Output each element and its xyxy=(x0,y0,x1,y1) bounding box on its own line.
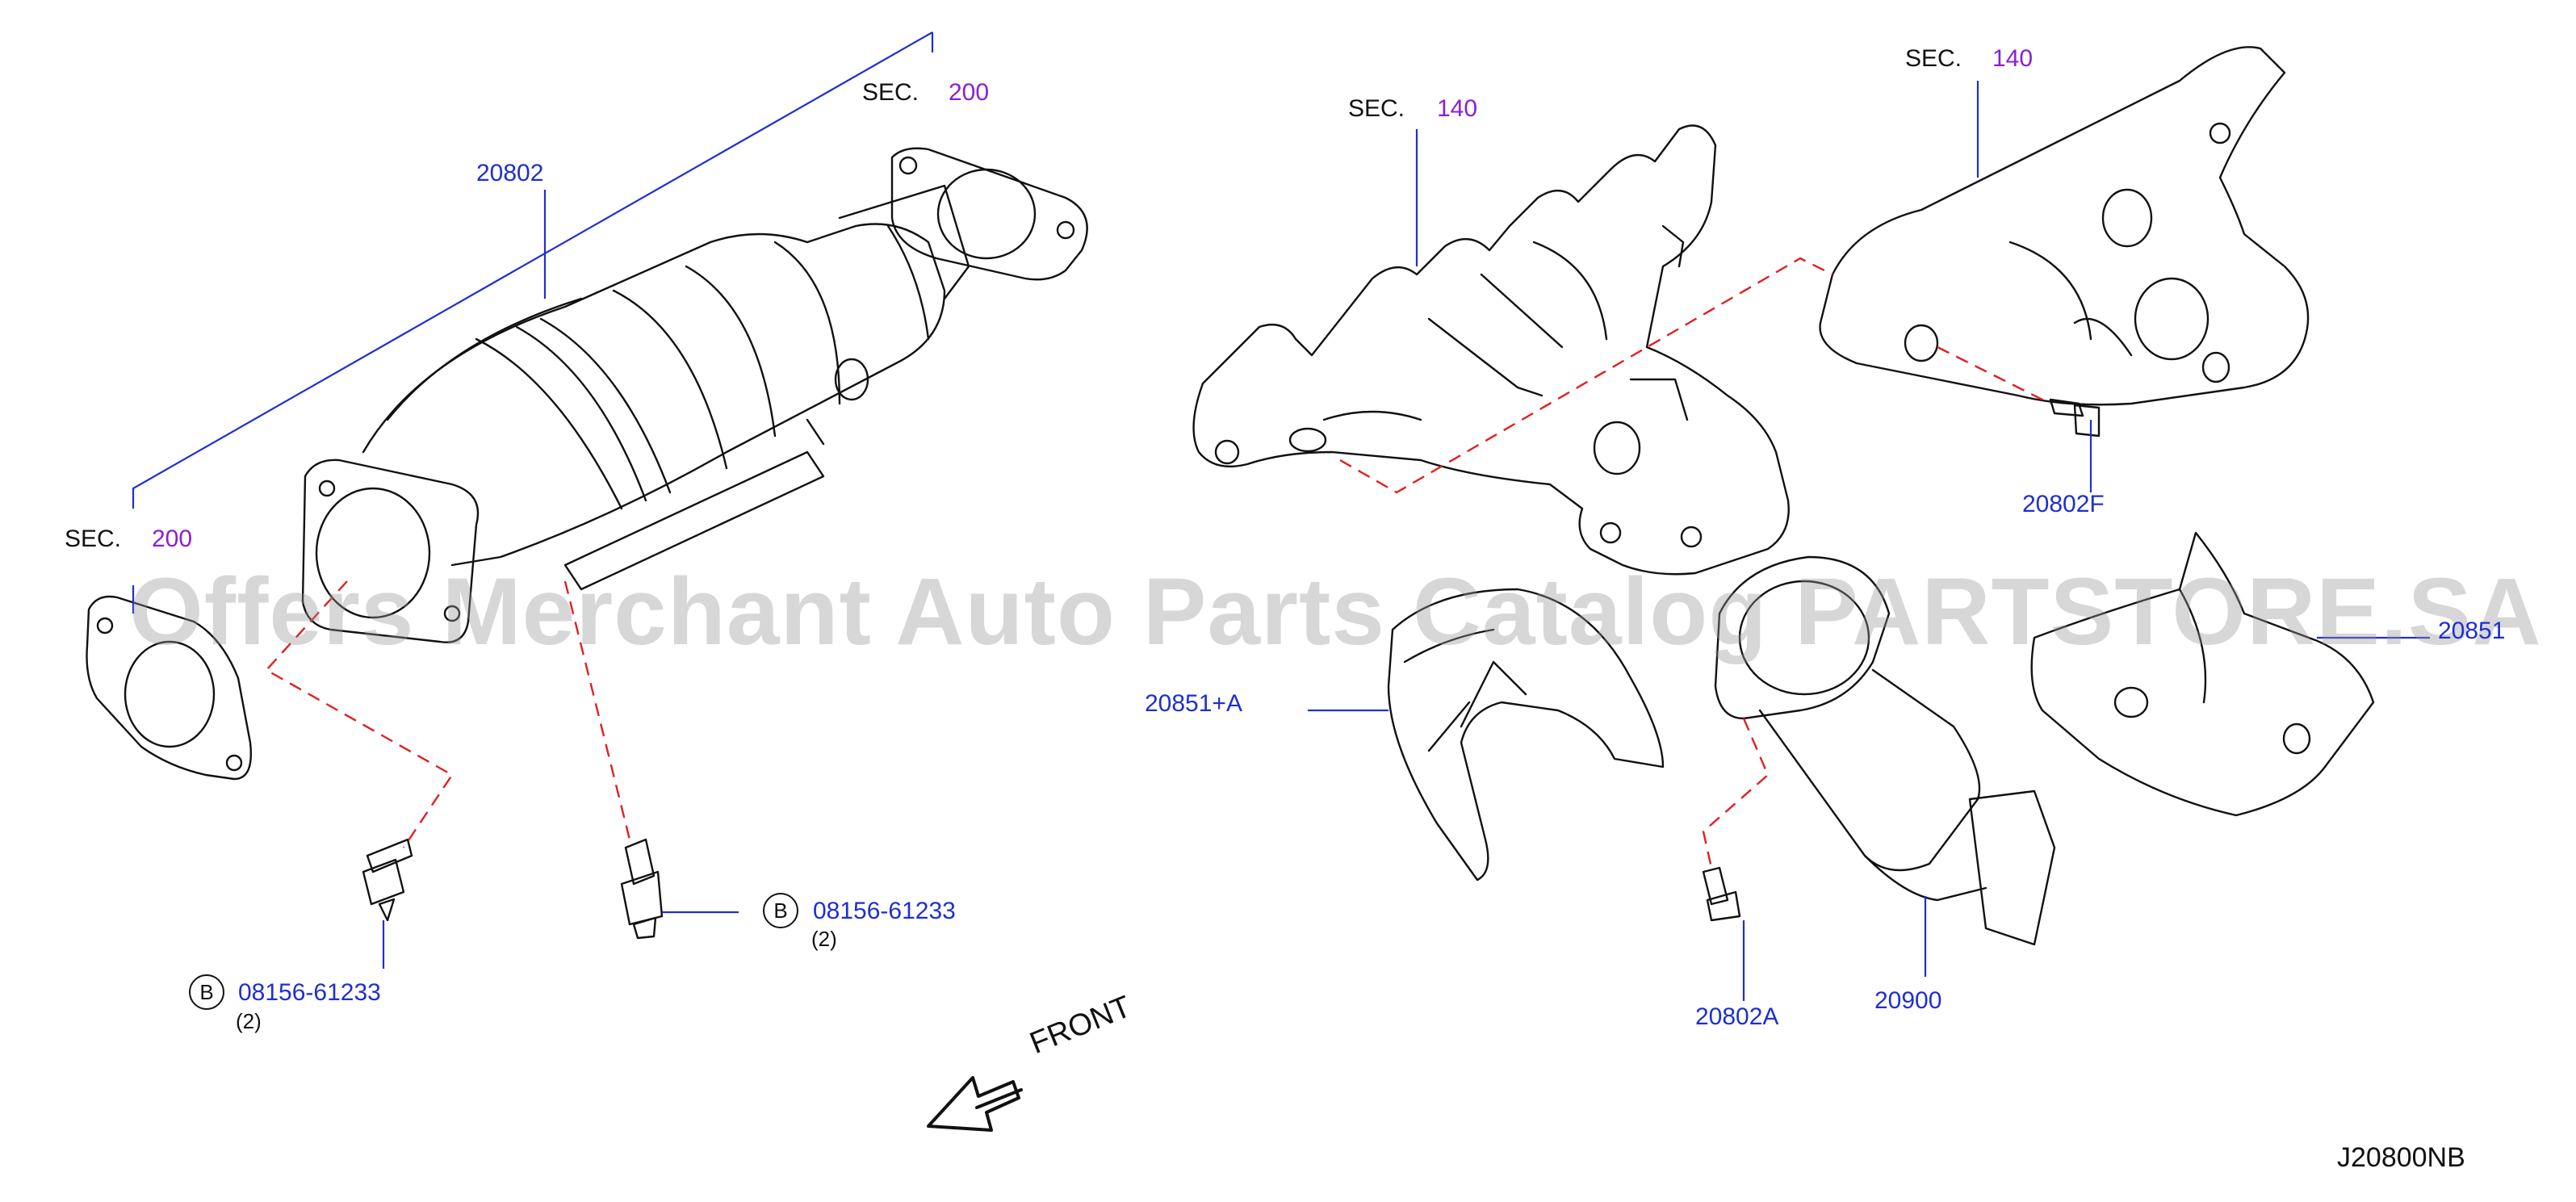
front-tube-20900 xyxy=(1714,555,2056,946)
heat-shield-20851 xyxy=(2030,531,2375,817)
bolt-left-drawing xyxy=(362,838,413,922)
b-marker-left: B xyxy=(189,974,224,1010)
part-label-bolt-left[interactable]: 08156-61233 xyxy=(238,979,381,1006)
sec-label-number[interactable]: 200 xyxy=(949,79,990,106)
sec-label-number[interactable]: 200 xyxy=(152,526,193,552)
b-marker-center: B xyxy=(763,893,798,928)
part-label-20851[interactable]: 20851 xyxy=(2438,618,2506,644)
heat-insulator-upper xyxy=(1819,46,2310,406)
quantity-center: (2) xyxy=(811,927,837,951)
sec-label-prefix: SEC. xyxy=(862,79,919,106)
bolt-center-drawing xyxy=(620,838,664,940)
quantity-left: (2) xyxy=(236,1009,262,1033)
heat-shield-20851a xyxy=(1387,588,1665,882)
bolt-20802a-drawing xyxy=(1702,866,1741,922)
sec-label-prefix: SEC. xyxy=(1348,95,1405,122)
sec-label-prefix: SEC. xyxy=(1905,45,1962,72)
front-arrow-icon xyxy=(927,1076,1023,1132)
diagram-code: J20800NB xyxy=(2337,1142,2465,1173)
dashed-connection-lines xyxy=(265,257,2051,869)
part-label-bolt-center[interactable]: 08156-61233 xyxy=(813,898,956,924)
bolt-20802f-drawing xyxy=(2049,398,2101,438)
sec-label-prefix: SEC. xyxy=(65,526,122,552)
gasket-lower-left xyxy=(86,595,252,781)
exhaust-manifold xyxy=(1192,124,1790,576)
sec-label-number[interactable]: 140 xyxy=(1437,95,1478,122)
gasket-upper-left xyxy=(890,147,1088,281)
part-label-20802[interactable]: 20802 xyxy=(476,160,544,186)
watermark-text: Offers Merchant Auto Parts Catalog PARTS… xyxy=(129,559,2542,665)
part-label-20851a[interactable]: 20851+A xyxy=(1145,690,1242,717)
leader-lines xyxy=(132,31,2430,1001)
part-label-20802a[interactable]: 20802A xyxy=(1695,1003,1779,1030)
part-label-20900[interactable]: 20900 xyxy=(1874,987,1942,1014)
sec-label-number[interactable]: 140 xyxy=(1992,45,2034,72)
part-label-20802f[interactable]: 20802F xyxy=(2022,491,2105,517)
